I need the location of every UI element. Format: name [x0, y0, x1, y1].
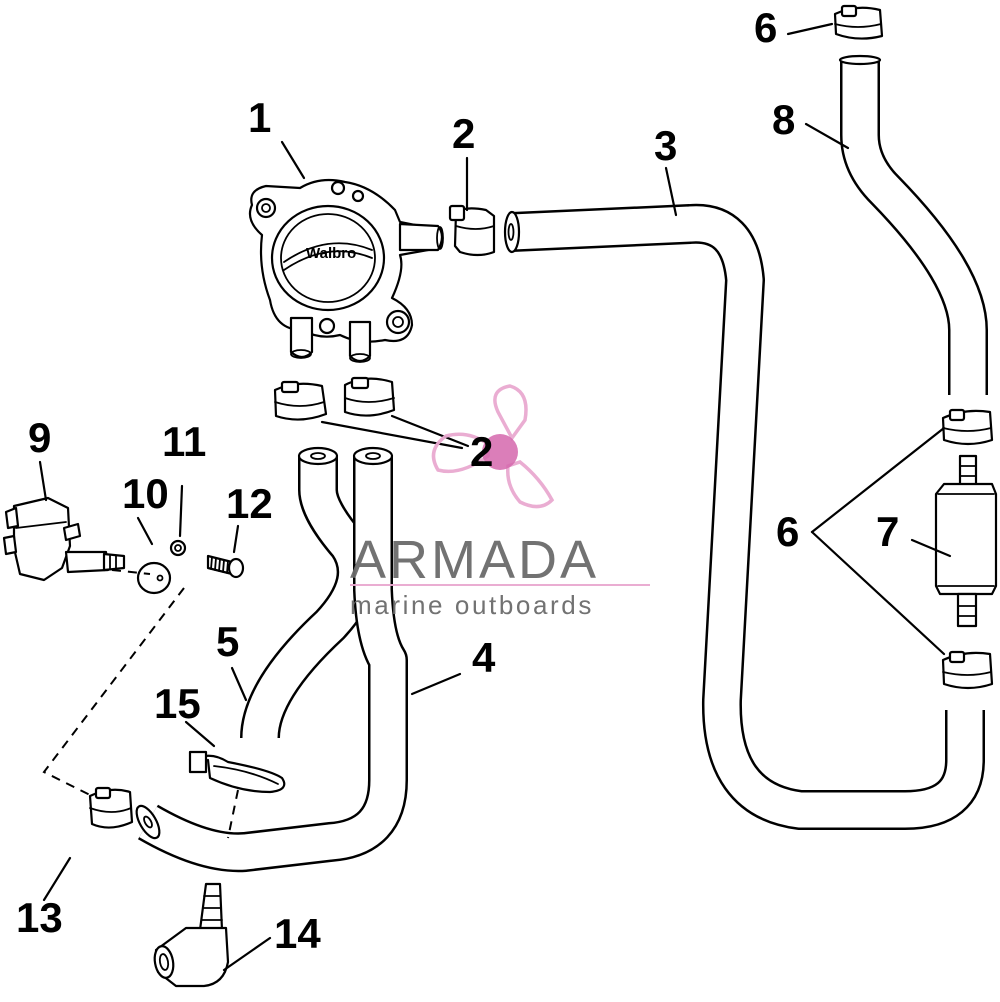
callout-14: 14 — [274, 910, 321, 957]
fuel-filter — [934, 454, 998, 628]
elbow-fitting — [153, 882, 230, 988]
watermark-tagline: marine outboards — [350, 590, 594, 620]
clamp-6-upper — [941, 408, 994, 446]
callout-2-top: 2 — [452, 110, 475, 157]
washer — [169, 539, 187, 557]
callout-3: 3 — [654, 122, 677, 169]
clamp-2-right — [343, 376, 396, 417]
clamp-6-lower — [941, 650, 994, 690]
callout-7: 7 — [876, 508, 899, 555]
callout-2-lower: 2 — [470, 428, 493, 475]
hose-4 — [135, 446, 408, 873]
callout-15: 15 — [154, 680, 201, 727]
callout-9: 9 — [28, 414, 51, 461]
callout-6-mid: 6 — [776, 508, 799, 555]
clamp-2-left — [273, 380, 328, 421]
callout-12: 12 — [226, 480, 273, 527]
fuel-pump: Walbro — [248, 178, 444, 363]
screw — [206, 554, 245, 579]
callout-4: 4 — [472, 634, 496, 681]
callout-1: 1 — [248, 94, 271, 141]
callout-labels: 1 2 3 6 8 2 9 11 10 12 6 7 5 4 15 13 14 — [16, 4, 899, 957]
clamp-2-top — [448, 204, 496, 257]
callout-10: 10 — [122, 470, 169, 517]
leader-lines — [38, 22, 952, 972]
pump-brand-label: Walbro — [306, 245, 356, 262]
callout-6-top: 6 — [754, 4, 777, 51]
propeller-icon — [431, 384, 555, 509]
callout-8: 8 — [772, 96, 795, 143]
hose-8 — [838, 54, 988, 395]
primer-solenoid — [2, 496, 126, 582]
armada-watermark: ARMADA marine outboards — [350, 384, 650, 620]
assembly-dashed-lines — [42, 569, 239, 839]
hose-3 — [503, 203, 985, 830]
retainer-clip — [188, 750, 286, 794]
hose-5 — [240, 446, 377, 740]
watermark-brand: ARMADA — [350, 530, 599, 590]
callout-5: 5 — [216, 618, 239, 665]
callout-11: 11 — [162, 418, 206, 465]
clamp-13 — [88, 786, 134, 829]
clamp-6-top — [833, 4, 884, 40]
grommet — [136, 561, 172, 595]
callout-13: 13 — [16, 894, 63, 941]
